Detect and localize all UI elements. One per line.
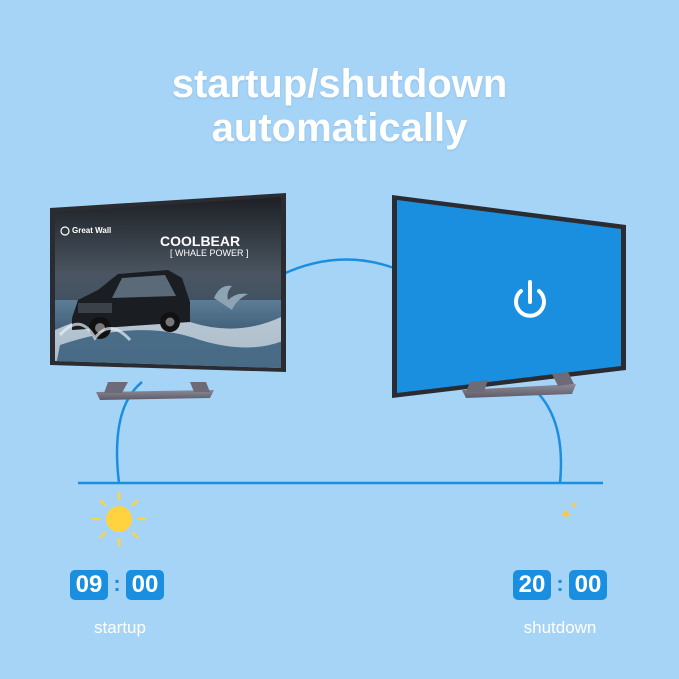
moon-icon [549, 500, 578, 534]
shutdown-arc [534, 389, 563, 484]
connector-line [280, 258, 395, 277]
power-icon [514, 280, 546, 318]
ad-title: COOLBEAR [160, 233, 241, 249]
shutdown-minutes: 00 [569, 570, 607, 600]
ad-subtitle: [ WHALE POWER ] [170, 248, 249, 258]
headline-line-2: automatically [211, 106, 468, 150]
startup-hours: 09 [70, 570, 108, 600]
headline-line-1: startup/shutdown [171, 62, 508, 106]
right-tv-screen [397, 200, 621, 393]
shutdown-separator: : [556, 570, 564, 596]
startup-time: 09 : 00 [70, 570, 164, 600]
startup-separator: : [113, 570, 121, 596]
ad-brand-label: Great Wall [72, 226, 112, 235]
shutdown-hours: 20 [513, 570, 551, 600]
left-tv-screen [55, 197, 281, 368]
sun-icon [91, 491, 147, 547]
suv-image [72, 270, 190, 339]
left-tv-stand [96, 390, 214, 400]
left-tv [50, 193, 286, 400]
shutdown-label: shutdown [523, 618, 597, 637]
startup-minutes: 00 [126, 570, 164, 600]
headline: startup/shutdown automatically [0, 62, 679, 150]
right-tv [392, 195, 626, 398]
startup-label: startup [94, 618, 146, 637]
startup-arc [115, 381, 143, 484]
right-tv-stand [462, 384, 576, 398]
shutdown-time: 20 : 00 [513, 570, 607, 600]
